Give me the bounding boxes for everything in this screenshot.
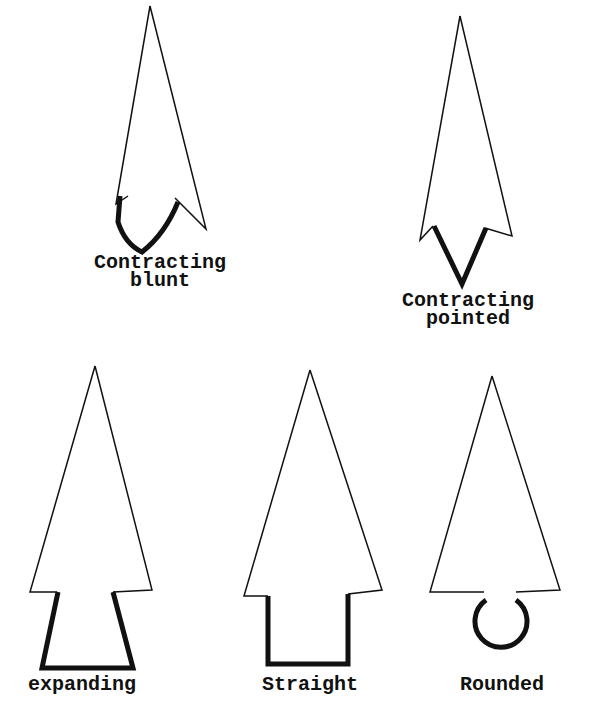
arrowhead-outline	[116, 6, 206, 229]
arrowhead-outline	[244, 370, 382, 596]
arrowhead-outline	[30, 366, 152, 592]
stem-label: expanding	[28, 676, 136, 694]
stem-label: Contracting pointed	[393, 292, 543, 328]
pointed-stem	[434, 226, 486, 284]
arrowhead-outline	[430, 376, 560, 592]
stem-label: Straight	[262, 676, 358, 694]
straight-stem	[268, 594, 348, 664]
rounded-stem	[475, 600, 527, 647]
stem-label: Contracting blunt	[85, 254, 235, 290]
arrowhead-outline	[420, 16, 512, 240]
blunt-stem	[118, 196, 178, 252]
stem-label: Rounded	[460, 676, 544, 694]
expanding-stem	[42, 592, 133, 668]
